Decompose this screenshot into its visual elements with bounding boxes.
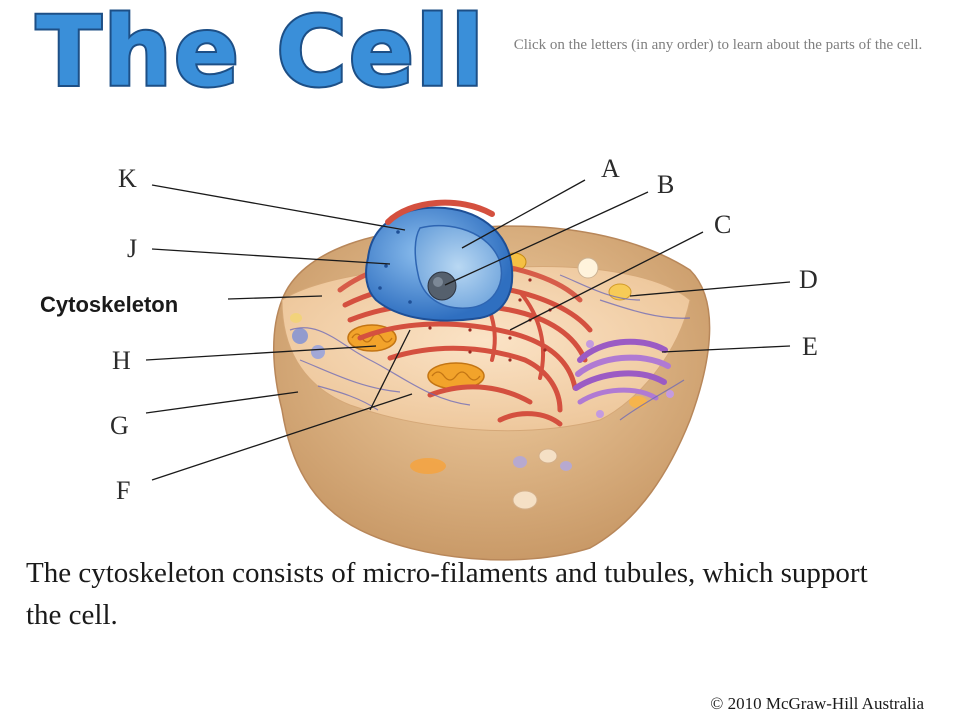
leader-line-j: [151, 248, 391, 265]
cytoskeleton-filaments: [289, 274, 691, 421]
leader-line-a: [461, 179, 586, 249]
part-description: The cytoskeleton consists of micro-filam…: [26, 557, 868, 631]
leader-line-k: [151, 184, 406, 231]
label-k[interactable]: K: [118, 164, 137, 193]
label-h[interactable]: H: [112, 346, 131, 375]
leader-line-h: [145, 345, 377, 361]
leader-line-g: [145, 391, 299, 414]
leader-line-f: [151, 393, 413, 481]
page-title: The Cell: [34, 0, 486, 108]
label-c[interactable]: C: [714, 210, 732, 239]
label-a[interactable]: A: [601, 154, 620, 183]
leader-line-cytoskeleton: [227, 295, 323, 300]
leader-line-f-branch: [369, 329, 411, 411]
label-f[interactable]: F: [116, 476, 131, 505]
label-d[interactable]: D: [799, 265, 818, 294]
nuclear-envelope-er: [385, 199, 495, 225]
leader-line-b: [444, 191, 649, 286]
nucleus: [365, 206, 514, 322]
leader-line-c: [509, 231, 704, 331]
copyright-notice: © 2010 McGraw-Hill Australia: [710, 694, 924, 713]
golgi-apparatus: [573, 338, 674, 418]
label-g[interactable]: G: [110, 411, 129, 440]
label-j[interactable]: J: [127, 234, 138, 263]
leader-line-e: [661, 345, 791, 353]
instructions-text: Click on the letters (in any order) to l…: [513, 37, 923, 53]
label-b[interactable]: B: [657, 170, 675, 199]
leader-lines: [145, 179, 791, 481]
vesicles: [290, 257, 647, 510]
label-e[interactable]: E: [802, 332, 818, 361]
leader-line-d: [629, 281, 791, 297]
active-part-label: Cytoskeleton: [40, 292, 179, 317]
